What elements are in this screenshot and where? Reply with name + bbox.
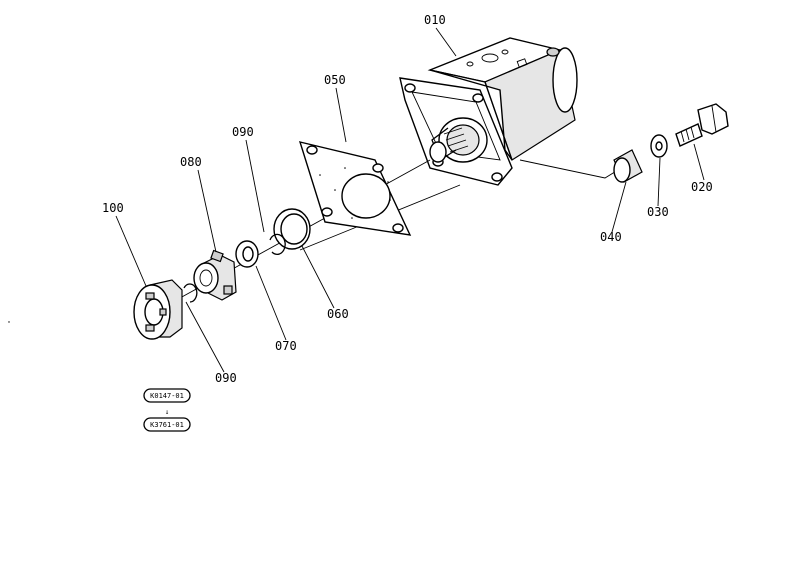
spacer-collar [613, 149, 643, 183]
callout-010: 010 [424, 13, 446, 27]
bolt-axis-line [519, 159, 619, 179]
bolt-washer [650, 134, 668, 158]
hex-bolt [675, 103, 729, 147]
callout-030: 030 [647, 205, 669, 219]
coupling-hub [193, 249, 237, 301]
stray-dot [8, 321, 10, 323]
callout-070: 070 [275, 339, 297, 353]
reference-code-badge-2 [143, 417, 191, 432]
hydraulic-pump [399, 37, 578, 186]
reference-code-badge-1 [143, 388, 191, 403]
callout-080: 080 [180, 155, 202, 169]
thrust-washer [235, 240, 259, 268]
callout-050: 050 [324, 73, 346, 87]
reference-codes: K0147-01 ↓ K3761-01 [143, 388, 191, 432]
leader-lines [115, 27, 705, 373]
circlip-lower [183, 283, 198, 303]
callout-020: 020 [691, 180, 713, 194]
drive-coupling [133, 279, 183, 340]
reference-code-1: K0147-01 [150, 392, 184, 400]
circlip-upper [269, 233, 286, 256]
callout-060: 060 [327, 307, 349, 321]
callout-labels: 010 020 030 040 050 060 070 080 090 090 … [102, 13, 713, 385]
reference-connector: ↓ [165, 408, 169, 416]
callout-040: 040 [600, 230, 622, 244]
callout-100: 100 [102, 201, 124, 215]
o-ring [273, 208, 311, 250]
reference-code-2: K3761-01 [150, 421, 184, 429]
callout-090-lower: 090 [215, 371, 237, 385]
flange-gasket [298, 141, 412, 236]
callout-090-upper: 090 [232, 125, 254, 139]
